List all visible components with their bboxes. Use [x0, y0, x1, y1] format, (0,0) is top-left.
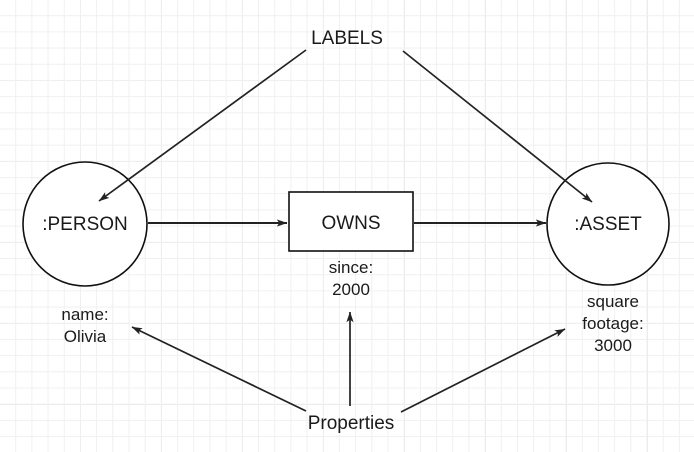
property-asset-key-line1: square — [587, 292, 639, 311]
property-owns: since: 2000 — [289, 257, 413, 301]
property-asset: square footage: 3000 — [538, 291, 688, 356]
property-asset-value: 3000 — [594, 335, 632, 355]
property-owns-value: 2000 — [332, 279, 370, 299]
node-person-circle[interactable] — [22, 161, 148, 287]
node-asset-label: :ASSET — [574, 214, 642, 235]
relationship-owns-rect[interactable] — [288, 191, 414, 252]
property-person-value: Olivia — [63, 326, 107, 346]
property-person: name: Olivia — [10, 304, 160, 348]
node-asset-circle[interactable] — [546, 162, 670, 286]
edge-properties-to-person-prop — [131, 326, 307, 412]
property-person-key: name: — [61, 305, 109, 324]
edge-properties-to-asset-prop — [400, 328, 566, 413]
property-owns-key: since: — [328, 258, 374, 277]
edge-labels-to-person — [98, 49, 307, 202]
labels-heading: LABELS — [311, 28, 383, 49]
property-asset-key-line2: footage: — [582, 313, 644, 333]
node-person-label: :PERSON — [42, 214, 128, 235]
edge-labels-to-asset — [402, 50, 593, 203]
relationship-owns-label: OWNS — [321, 213, 381, 234]
properties-heading: Properties — [307, 413, 395, 434]
